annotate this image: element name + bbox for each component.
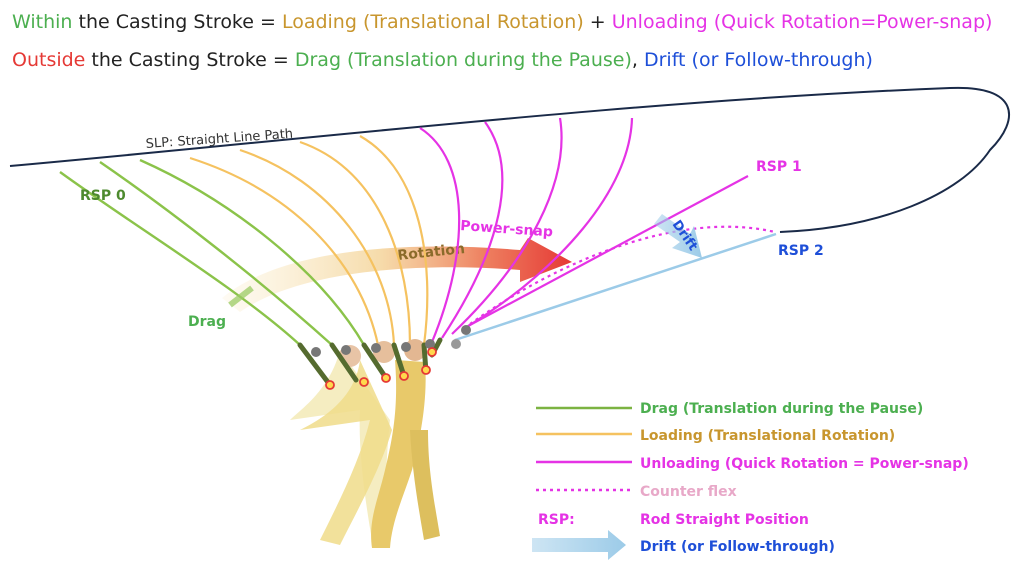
- fly-line-loop: [9, 86, 1011, 233]
- caster-figures: [290, 339, 440, 548]
- legend: Drag (Translation during the Pause) Load…: [532, 401, 969, 560]
- header-loading: Loading (Translational Rotation): [281, 11, 584, 33]
- loading-rods: [189, 135, 429, 346]
- unloading-rod-4: [461, 117, 634, 331]
- caster-body-mid: [300, 360, 392, 545]
- loading-rod-2: [239, 148, 396, 346]
- unloading-rod-1: [419, 127, 461, 343]
- unloading-rod-3: [451, 117, 563, 335]
- caster-body-front: [371, 360, 426, 548]
- legend-unloading: Unloading (Quick Rotation = Power-snap): [640, 456, 969, 472]
- header-outside: Outside: [12, 49, 86, 71]
- legend-drift: Drift (or Follow-through): [640, 539, 835, 555]
- power-snap-label: Power-snap: [460, 218, 554, 240]
- rsp2-rod: [454, 232, 777, 342]
- legend-counterflex: Counter flex: [640, 484, 737, 500]
- drag-rod-1: [59, 171, 301, 346]
- hand-markers: [325, 347, 437, 390]
- rod-butts: [297, 337, 443, 388]
- drag-label: Drag: [188, 314, 226, 330]
- drag-rod-2: [99, 161, 333, 346]
- drag-pointer: [228, 285, 254, 308]
- legend-loading: Loading (Translational Rotation): [640, 428, 895, 444]
- drag-rods: [59, 158, 366, 346]
- drag-rod-3: [139, 158, 366, 346]
- legend-drag: Drag (Translation during the Pause): [640, 401, 923, 417]
- header-within: Within: [12, 11, 73, 33]
- header-line-1: Within the Casting Stroke = Loading (Tra…: [12, 11, 992, 33]
- unloading-rod-2: [441, 121, 504, 339]
- loading-rod-1: [189, 156, 380, 346]
- header-line-2: Outside the Casting Stroke = Drag (Trans…: [12, 49, 873, 71]
- reel-dots: [311, 325, 471, 357]
- rsp2-label: RSP 2: [778, 243, 824, 259]
- caster-leg-front: [410, 430, 440, 540]
- counter-flex-line: [469, 225, 776, 325]
- header-casting-stroke-1: the Casting Stroke =: [72, 11, 282, 33]
- rsp0-label: RSP 0: [80, 188, 126, 204]
- rotation-label: Rotation: [397, 241, 466, 264]
- header-drift: Drift (or Follow-through): [643, 49, 873, 71]
- header-casting-stroke-2: the Casting Stroke =: [85, 49, 295, 71]
- legend-rsp-value: Rod Straight Position: [640, 512, 809, 528]
- rsp1-label: RSP 1: [756, 159, 802, 175]
- header-unloading: Unloading (Quick Rotation=Power-snap): [611, 11, 993, 33]
- slp-label: SLP: Straight Line Path: [145, 127, 293, 152]
- legend-rsp-key: RSP:: [538, 512, 575, 528]
- header-plus: +: [583, 11, 612, 33]
- header-drag: Drag (Translation during the Pause): [294, 49, 632, 71]
- loading-rod-4: [359, 135, 429, 346]
- loading-rod-3: [299, 140, 412, 346]
- drift-arrow: [654, 214, 702, 258]
- legend-drift-arrow: [532, 530, 626, 560]
- header-comma: ,: [631, 49, 644, 71]
